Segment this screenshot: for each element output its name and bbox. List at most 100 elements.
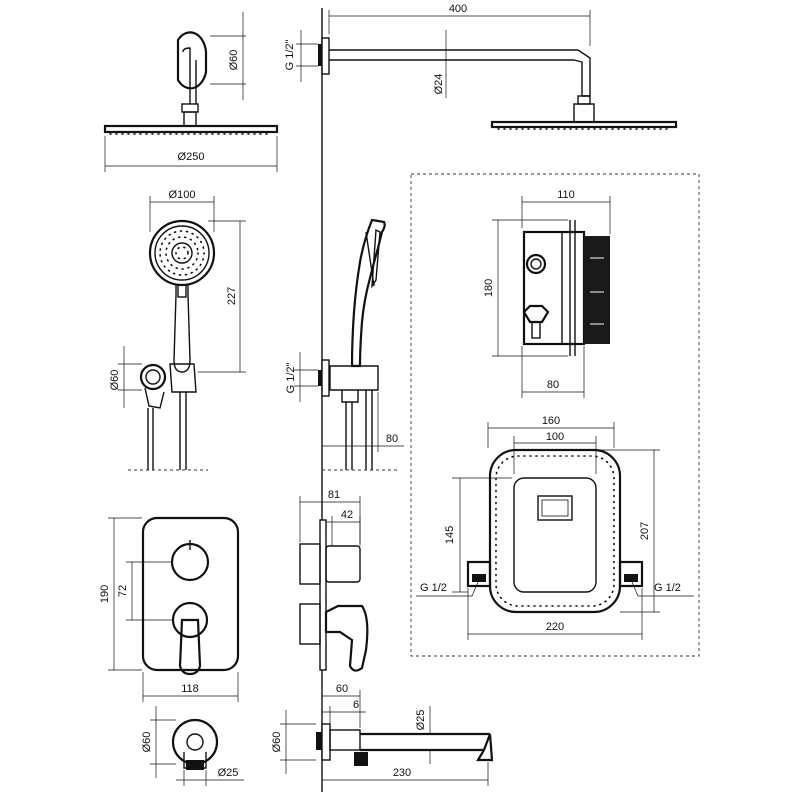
head-plate xyxy=(103,124,279,134)
dim-head-d60: Ø60 xyxy=(228,50,240,71)
dim-frame-160: 160 xyxy=(542,415,560,427)
spout-side-tip xyxy=(476,733,494,762)
holder-side-thread xyxy=(318,370,322,386)
dim-spout-front-d60: Ø60 xyxy=(141,732,153,753)
diverter-knob-side xyxy=(325,545,361,583)
dim-line xyxy=(631,581,639,597)
head-arm-curve xyxy=(182,47,191,104)
hand-shower-neck xyxy=(177,284,187,298)
hand-shower-nozzles-inner xyxy=(175,246,189,260)
frame-cutout xyxy=(537,495,573,521)
frame-window xyxy=(513,477,597,593)
dim-panel-190: 190 xyxy=(99,585,111,603)
dim-line xyxy=(471,581,479,597)
dim-spout-front-d25: Ø25 xyxy=(218,767,239,779)
hand-shower-front-view: Ø100 227 Ø60 xyxy=(109,189,246,471)
frame-outline xyxy=(488,448,622,614)
spout-side-collar xyxy=(329,729,361,751)
hand-shower-handle xyxy=(173,285,191,373)
dim-holder-d60: Ø60 xyxy=(109,370,121,391)
dim-hand-d100: Ø100 xyxy=(169,189,196,201)
box-front-block xyxy=(584,236,610,344)
box-port-top-inner xyxy=(530,258,542,270)
dim-holder-80: 80 xyxy=(386,433,398,445)
dim-hand-227: 227 xyxy=(226,287,238,305)
holder-inner xyxy=(145,369,161,385)
hand-shower-side-face xyxy=(371,228,381,289)
hand-shower-nozzles-mid xyxy=(165,236,199,270)
hand-shower-nozzles-outer xyxy=(159,230,205,276)
dim-box-80: 80 xyxy=(547,379,559,391)
hand-shower-ring xyxy=(154,225,210,281)
holder-side xyxy=(329,365,379,391)
holder-elbow xyxy=(144,387,165,409)
arm-head-plate xyxy=(490,120,678,129)
dim-frame-thread-right: G 1/2 xyxy=(654,582,681,594)
hand-shower-side-detail xyxy=(365,231,375,287)
holder-side-flange xyxy=(321,359,330,397)
mixer-side-cartridge xyxy=(299,543,321,585)
mixer-lever xyxy=(178,618,202,676)
dim-frame-145: 145 xyxy=(444,526,456,544)
dim-spout-230: 230 xyxy=(393,767,411,779)
holder-cradle xyxy=(169,363,197,393)
mixer-plate xyxy=(141,516,240,672)
concealed-box-side-view: 110 180 80 xyxy=(483,189,611,398)
dim-mixer-81: 81 xyxy=(328,489,340,501)
spout-front-tip xyxy=(186,760,204,770)
frame-lug-left xyxy=(466,560,492,588)
dim-spout-6: 6 xyxy=(353,699,359,711)
dim-frame-207: 207 xyxy=(639,522,651,540)
spout-side-flange xyxy=(321,723,331,761)
dim-panel-72: 72 xyxy=(117,585,129,597)
mixer-side-cartridge xyxy=(299,603,321,645)
dim-frame-100: 100 xyxy=(546,431,564,443)
concealed-body-frame xyxy=(410,173,700,657)
box-port-bottom-stem xyxy=(531,321,541,339)
arm-nut xyxy=(577,95,591,105)
spout-front-view: Ø60 Ø25 xyxy=(141,706,244,786)
hand-shower-center xyxy=(171,242,193,264)
dim-head-d250: Ø250 xyxy=(178,151,205,163)
mixer-side-plate xyxy=(319,519,327,671)
dim-frame-thread-left: G 1/2 xyxy=(420,582,447,594)
dim-arm-thread: G 1/2" xyxy=(284,40,296,71)
dim-arm-400: 400 xyxy=(449,3,467,15)
arm-connector xyxy=(573,103,595,123)
frame-lug-left-thread xyxy=(472,574,486,582)
shower-head-front-view: Ø60 Ø250 xyxy=(103,12,279,172)
mixer-lever-side xyxy=(324,604,369,672)
shower-arm-side-view: 400 G 1/2" Ø24 xyxy=(284,3,678,130)
spout-side-view: 60 6 Ø60 Ø25 230 xyxy=(271,683,494,786)
arm-thread-block xyxy=(318,44,322,66)
frame-holes xyxy=(495,455,615,607)
lever-base xyxy=(171,601,209,639)
head-nut xyxy=(181,103,199,113)
spout-flange xyxy=(171,718,219,766)
holder-flange xyxy=(139,363,167,391)
dim-box-180: 180 xyxy=(483,279,495,297)
box-port-bottom xyxy=(522,304,550,324)
holder-side-outlet xyxy=(341,390,359,403)
dim-hose-thread: G 1/2" xyxy=(285,363,297,394)
dim-spout-d25: Ø25 xyxy=(415,710,427,731)
arm-elbow xyxy=(573,49,591,97)
spout-side-mark xyxy=(354,752,368,766)
box-port-top xyxy=(525,253,547,275)
head-connector xyxy=(183,111,197,127)
dim-panel-118: 118 xyxy=(181,683,199,695)
dim-frame-220: 220 xyxy=(546,621,564,633)
arm-wall-flange xyxy=(321,37,330,75)
dim-box-110: 110 xyxy=(557,189,575,201)
hand-shower-side-view: G 1/2" 80 xyxy=(285,218,404,471)
dim-spout-60: 60 xyxy=(336,683,348,695)
mixer-panel-front-view: 190 72 118 xyxy=(99,516,240,702)
dim-mixer-42: 42 xyxy=(341,509,353,521)
spout-outlet xyxy=(186,733,204,751)
dim-spout-side-d60: Ø60 xyxy=(271,732,283,753)
frame-lug-right xyxy=(618,560,644,588)
dim-arm-d24: Ø24 xyxy=(433,74,445,95)
frame-cutout-inner xyxy=(541,499,569,517)
head-flange-outline xyxy=(176,31,208,90)
